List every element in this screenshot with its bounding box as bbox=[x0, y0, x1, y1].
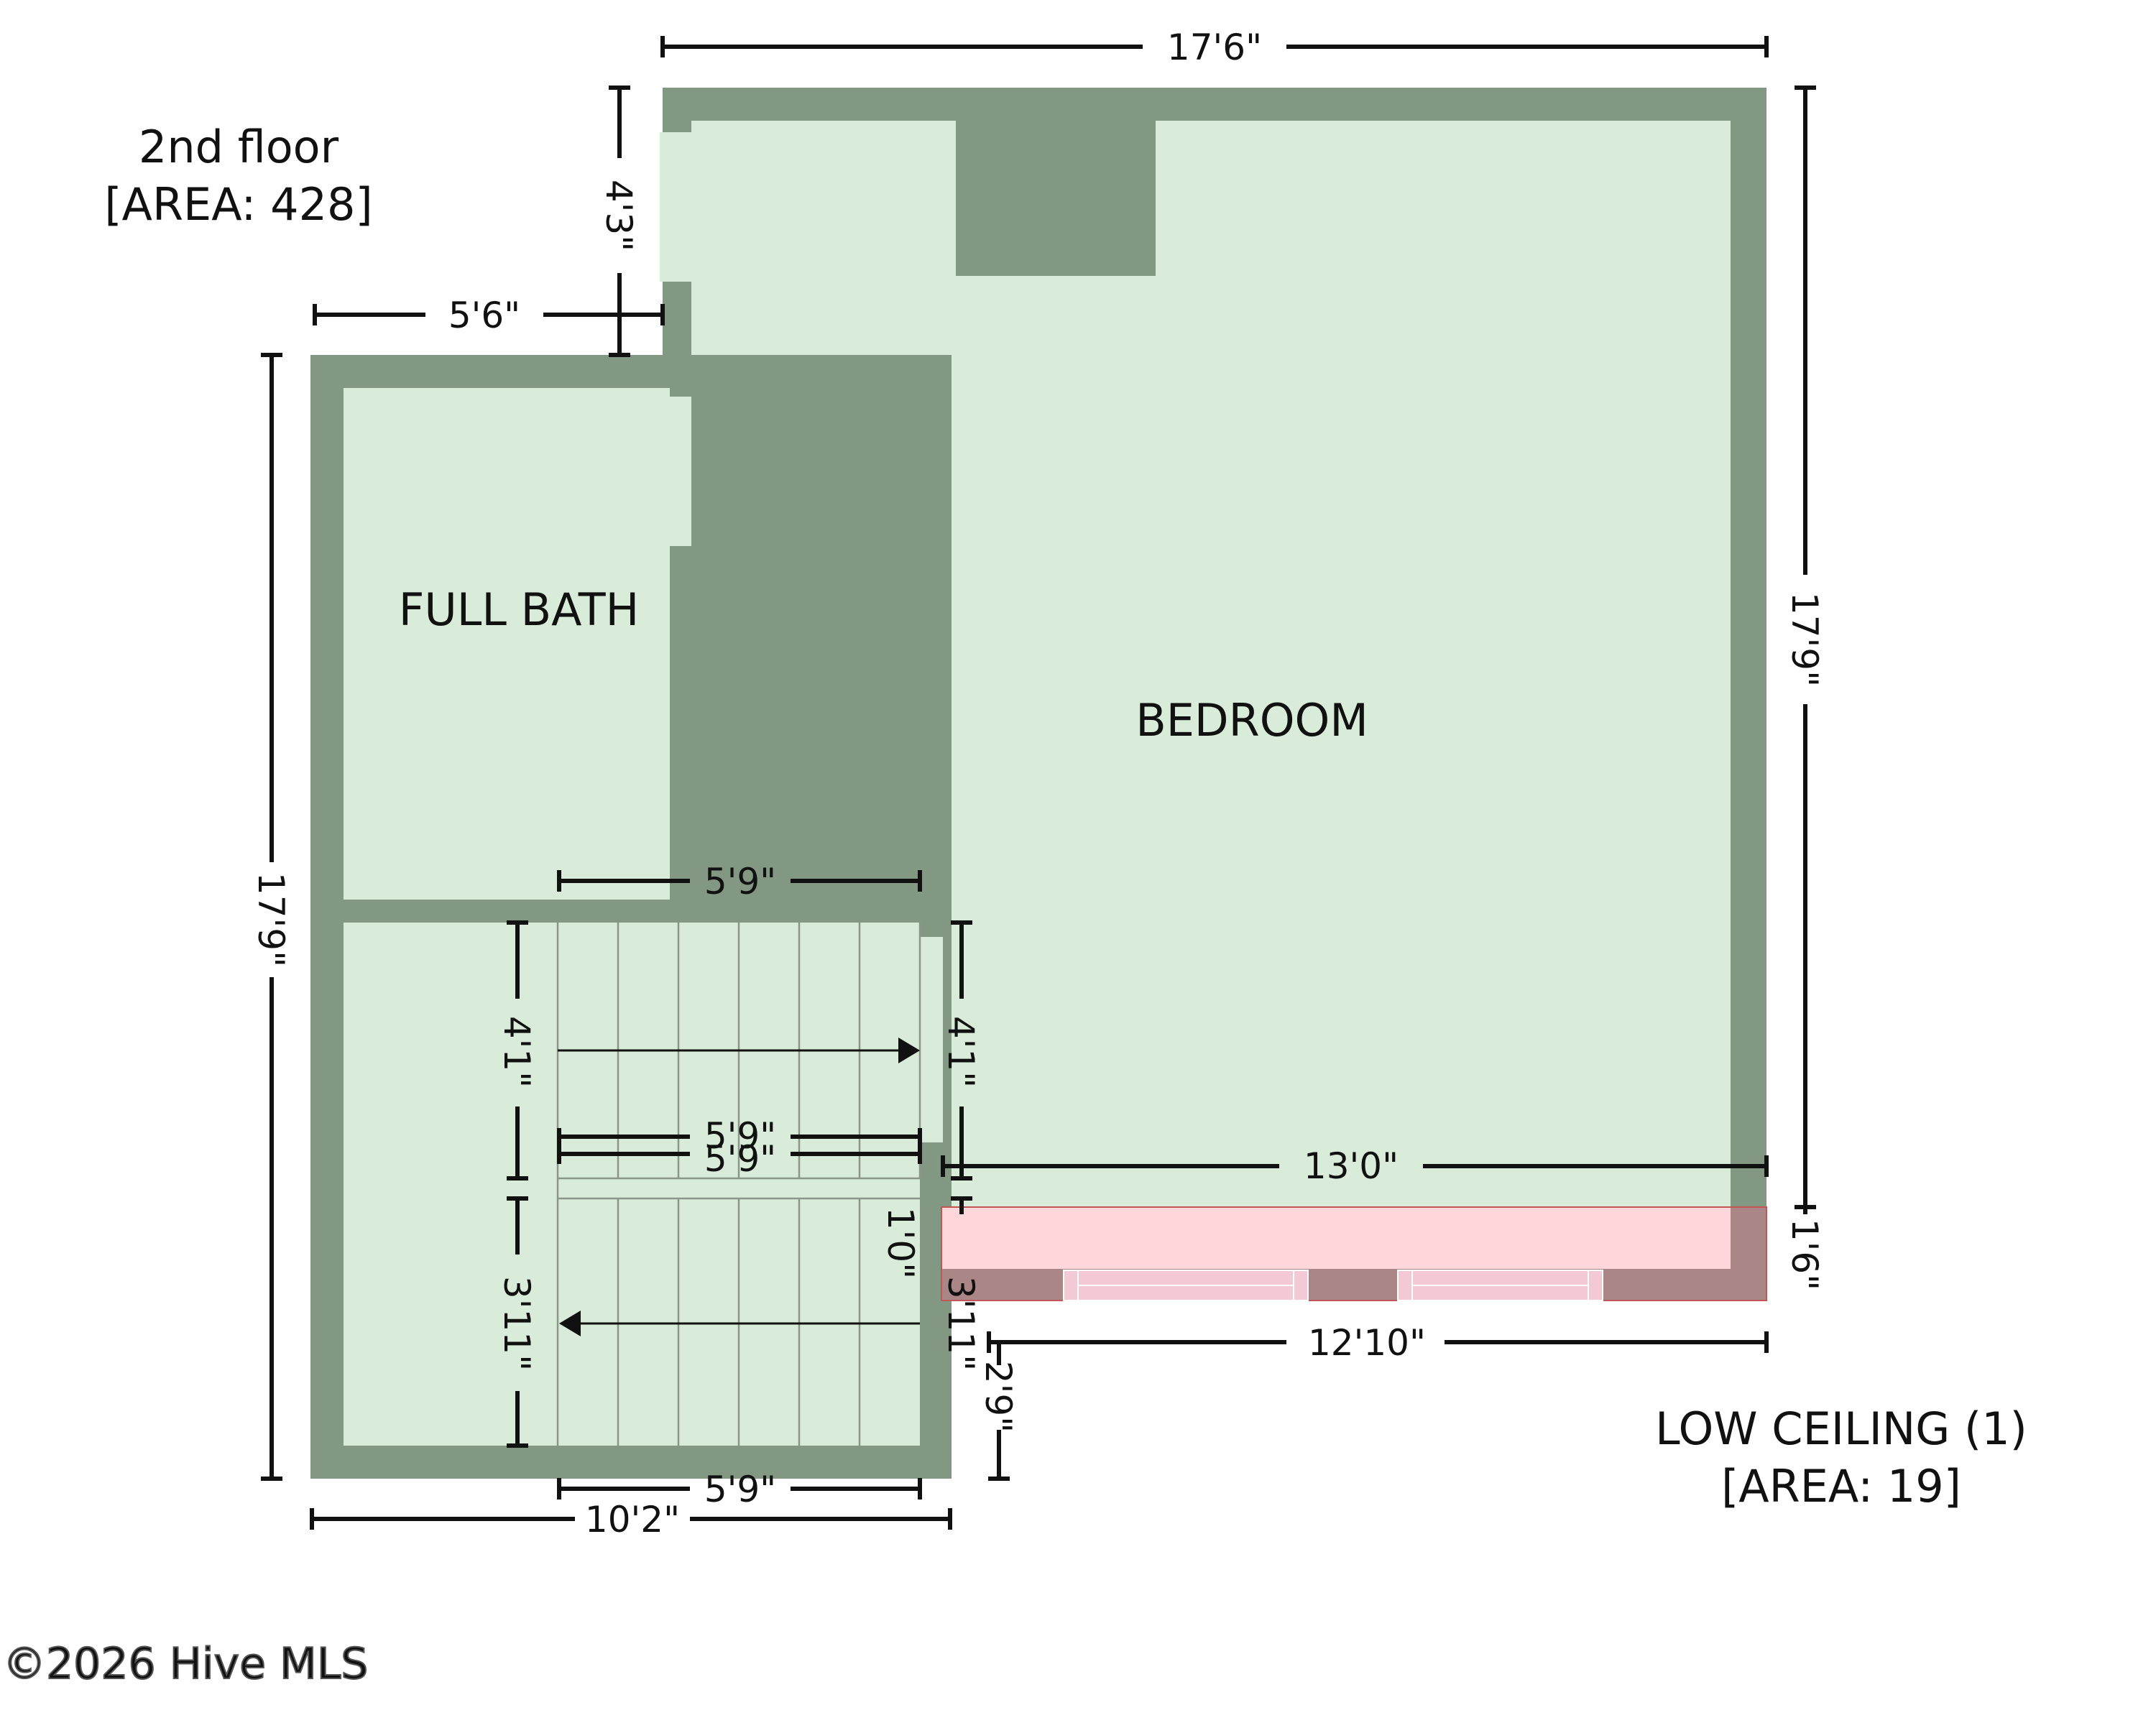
bath-doorway bbox=[668, 397, 691, 546]
dim-right-height: 17'9" bbox=[1784, 592, 1825, 687]
dim-bath-offset: 5'6" bbox=[448, 295, 520, 336]
staircase bbox=[556, 923, 921, 1446]
dim-stair-top-width: 5'9" bbox=[704, 861, 776, 902]
dim-stair-upper-left: 4'1" bbox=[496, 1016, 538, 1088]
stair-area-floor bbox=[344, 923, 920, 1446]
dim-top-width: 17'6" bbox=[1167, 27, 1262, 68]
dim-landing-width-b: 5'9" bbox=[704, 1138, 776, 1180]
floor-name: 2nd floor bbox=[139, 121, 339, 173]
dim-left-height: 17'9" bbox=[250, 872, 292, 967]
dim-landing-depth: 1'0" bbox=[880, 1207, 921, 1279]
dim-bottom-width: 10'2" bbox=[585, 1499, 680, 1540]
full-bath-floor bbox=[344, 388, 670, 900]
stair-arrow-down bbox=[559, 1311, 920, 1336]
low-ceiling-outline bbox=[941, 1206, 1767, 1301]
stair-doorway bbox=[920, 937, 943, 1142]
dim-stair-lower-right: 3'11" bbox=[940, 1276, 982, 1371]
dimension-lines bbox=[261, 36, 1816, 1530]
window-left bbox=[1063, 1270, 1309, 1301]
dim-low-ceiling-depth: 1'6" bbox=[1784, 1219, 1825, 1290]
dim-stair-lower-left: 3'11" bbox=[496, 1276, 538, 1371]
walls-and-floors bbox=[310, 88, 1767, 1479]
dim-bedroom-bottom: 13'0" bbox=[1304, 1145, 1399, 1187]
copyright-watermark: ©2026 Hive MLS bbox=[3, 1639, 368, 1689]
dim-low-ceiling-width: 12'10" bbox=[1308, 1322, 1426, 1364]
chimney-block bbox=[956, 121, 1156, 276]
dim-stair-upper-right: 4'1" bbox=[940, 1016, 982, 1088]
dim-closet-height: 4'3" bbox=[598, 180, 640, 251]
dim-stair-bottom-width: 5'9" bbox=[704, 1469, 776, 1510]
floor-area: [AREA: 428] bbox=[104, 178, 372, 231]
dimension-labels: 17'6" 4'3" 5'6" 17'9" 17'9" 5'9" 4'1" 4'… bbox=[250, 27, 1825, 1540]
dim-landing-width-a: 5'9" bbox=[704, 1115, 776, 1157]
window-right bbox=[1397, 1270, 1603, 1301]
low-ceiling-name: LOW CEILING (1) bbox=[1655, 1403, 2027, 1455]
dim-step-right: 2'9" bbox=[977, 1361, 1019, 1433]
room-label-full-bath: FULL BATH bbox=[399, 583, 639, 636]
low-ceiling-area: [AREA: 19] bbox=[1721, 1460, 1961, 1512]
stair-arrow-up bbox=[558, 1038, 920, 1063]
low-ceiling-floor bbox=[941, 1207, 1731, 1269]
room-label-bedroom: BEDROOM bbox=[1135, 694, 1368, 747]
labels: 2nd floor [AREA: 428] FULL BATH BEDROOM … bbox=[104, 121, 2027, 1512]
closet-doorway bbox=[660, 132, 691, 282]
